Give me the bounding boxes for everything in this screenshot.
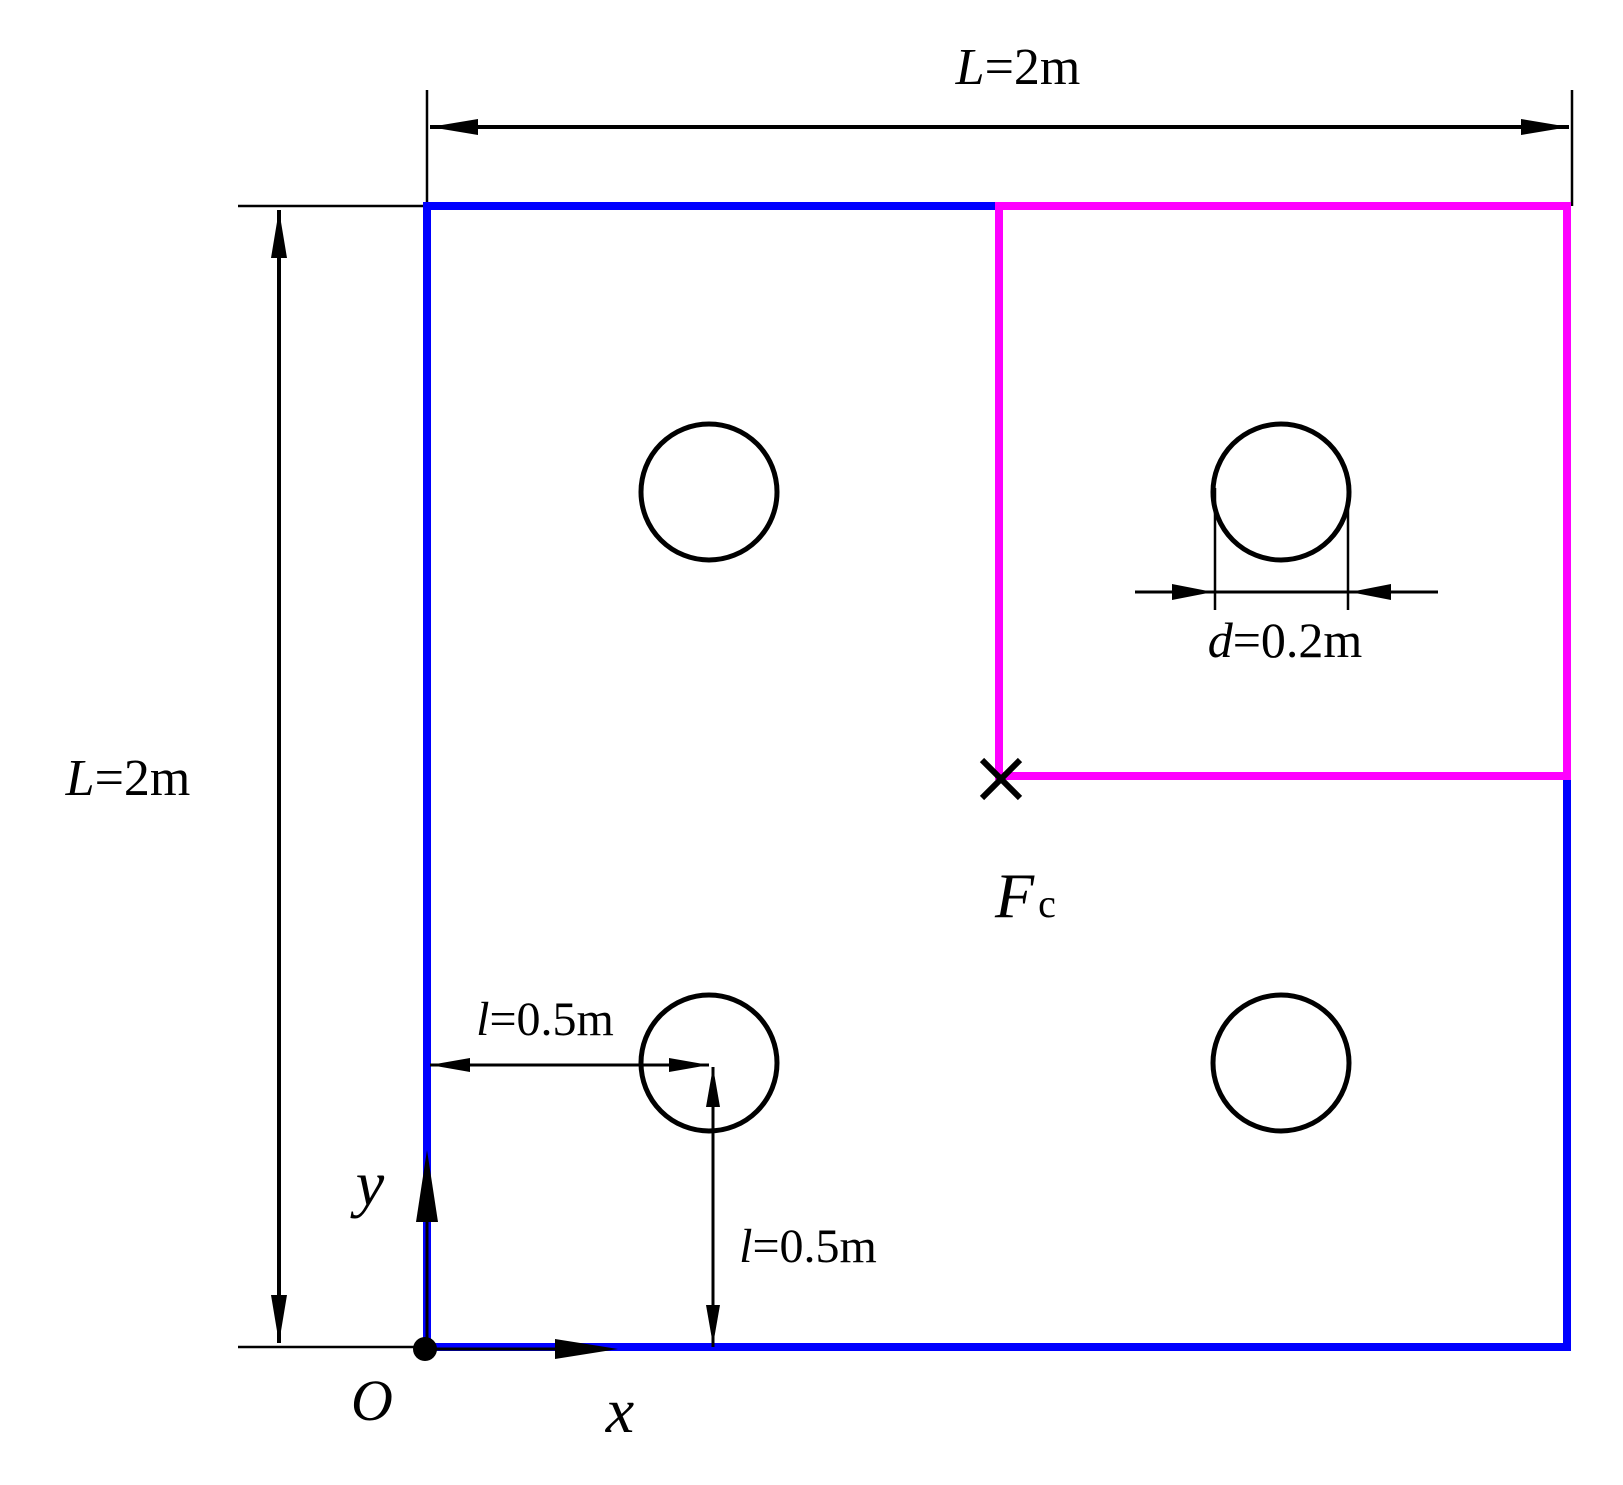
- origin-label: O: [351, 1368, 393, 1433]
- arrow-right-icon: [669, 1058, 709, 1072]
- horizontal-offset-dimension: l=0.5m: [430, 993, 709, 1072]
- x-axis-arrow-icon: [555, 1339, 618, 1359]
- left-dimension-label: L=2m: [65, 750, 191, 807]
- arrow-down-icon: [706, 1305, 720, 1345]
- cylinder-top-left: [638, 421, 780, 563]
- arrow-down-icon: [271, 1295, 287, 1343]
- diameter-label: d=0.2m: [1208, 612, 1363, 668]
- arrow-up-icon: [706, 1067, 720, 1107]
- cylinder-bottom-left: [638, 992, 780, 1134]
- arrow-right-icon: [1521, 119, 1569, 135]
- arrow-up-icon: [271, 210, 287, 258]
- subdomain-box: [995, 202, 1571, 780]
- cylinders: [638, 421, 1352, 1134]
- horizontal-offset-label: l=0.5m: [476, 993, 614, 1046]
- y-axis-arrow-icon: [416, 1150, 438, 1222]
- cross-icon: [979, 757, 1023, 801]
- arrow-left-icon: [430, 1058, 470, 1072]
- diameter-dimension: d=0.2m: [1135, 488, 1438, 668]
- x-axis-label: x: [605, 1375, 634, 1446]
- arrow-right-icon: [1172, 584, 1213, 600]
- cylinder-bottom-right: [1210, 992, 1352, 1134]
- vertical-offset-label: l=0.5m: [739, 1220, 877, 1273]
- left-dimension: L=2m: [65, 204, 427, 1349]
- top-dimension-label: L=2m: [955, 39, 1081, 96]
- origin-dot: [413, 1337, 437, 1361]
- coordinate-axes: y O x: [350, 1148, 634, 1446]
- arrow-left-icon: [430, 119, 478, 135]
- vertical-offset-dimension: l=0.5m: [706, 1067, 877, 1347]
- arrow-left-icon: [1350, 584, 1391, 600]
- top-dimension: L=2m: [425, 39, 1574, 206]
- cylinder-top-right: [1210, 421, 1352, 563]
- y-axis-label: y: [350, 1148, 385, 1219]
